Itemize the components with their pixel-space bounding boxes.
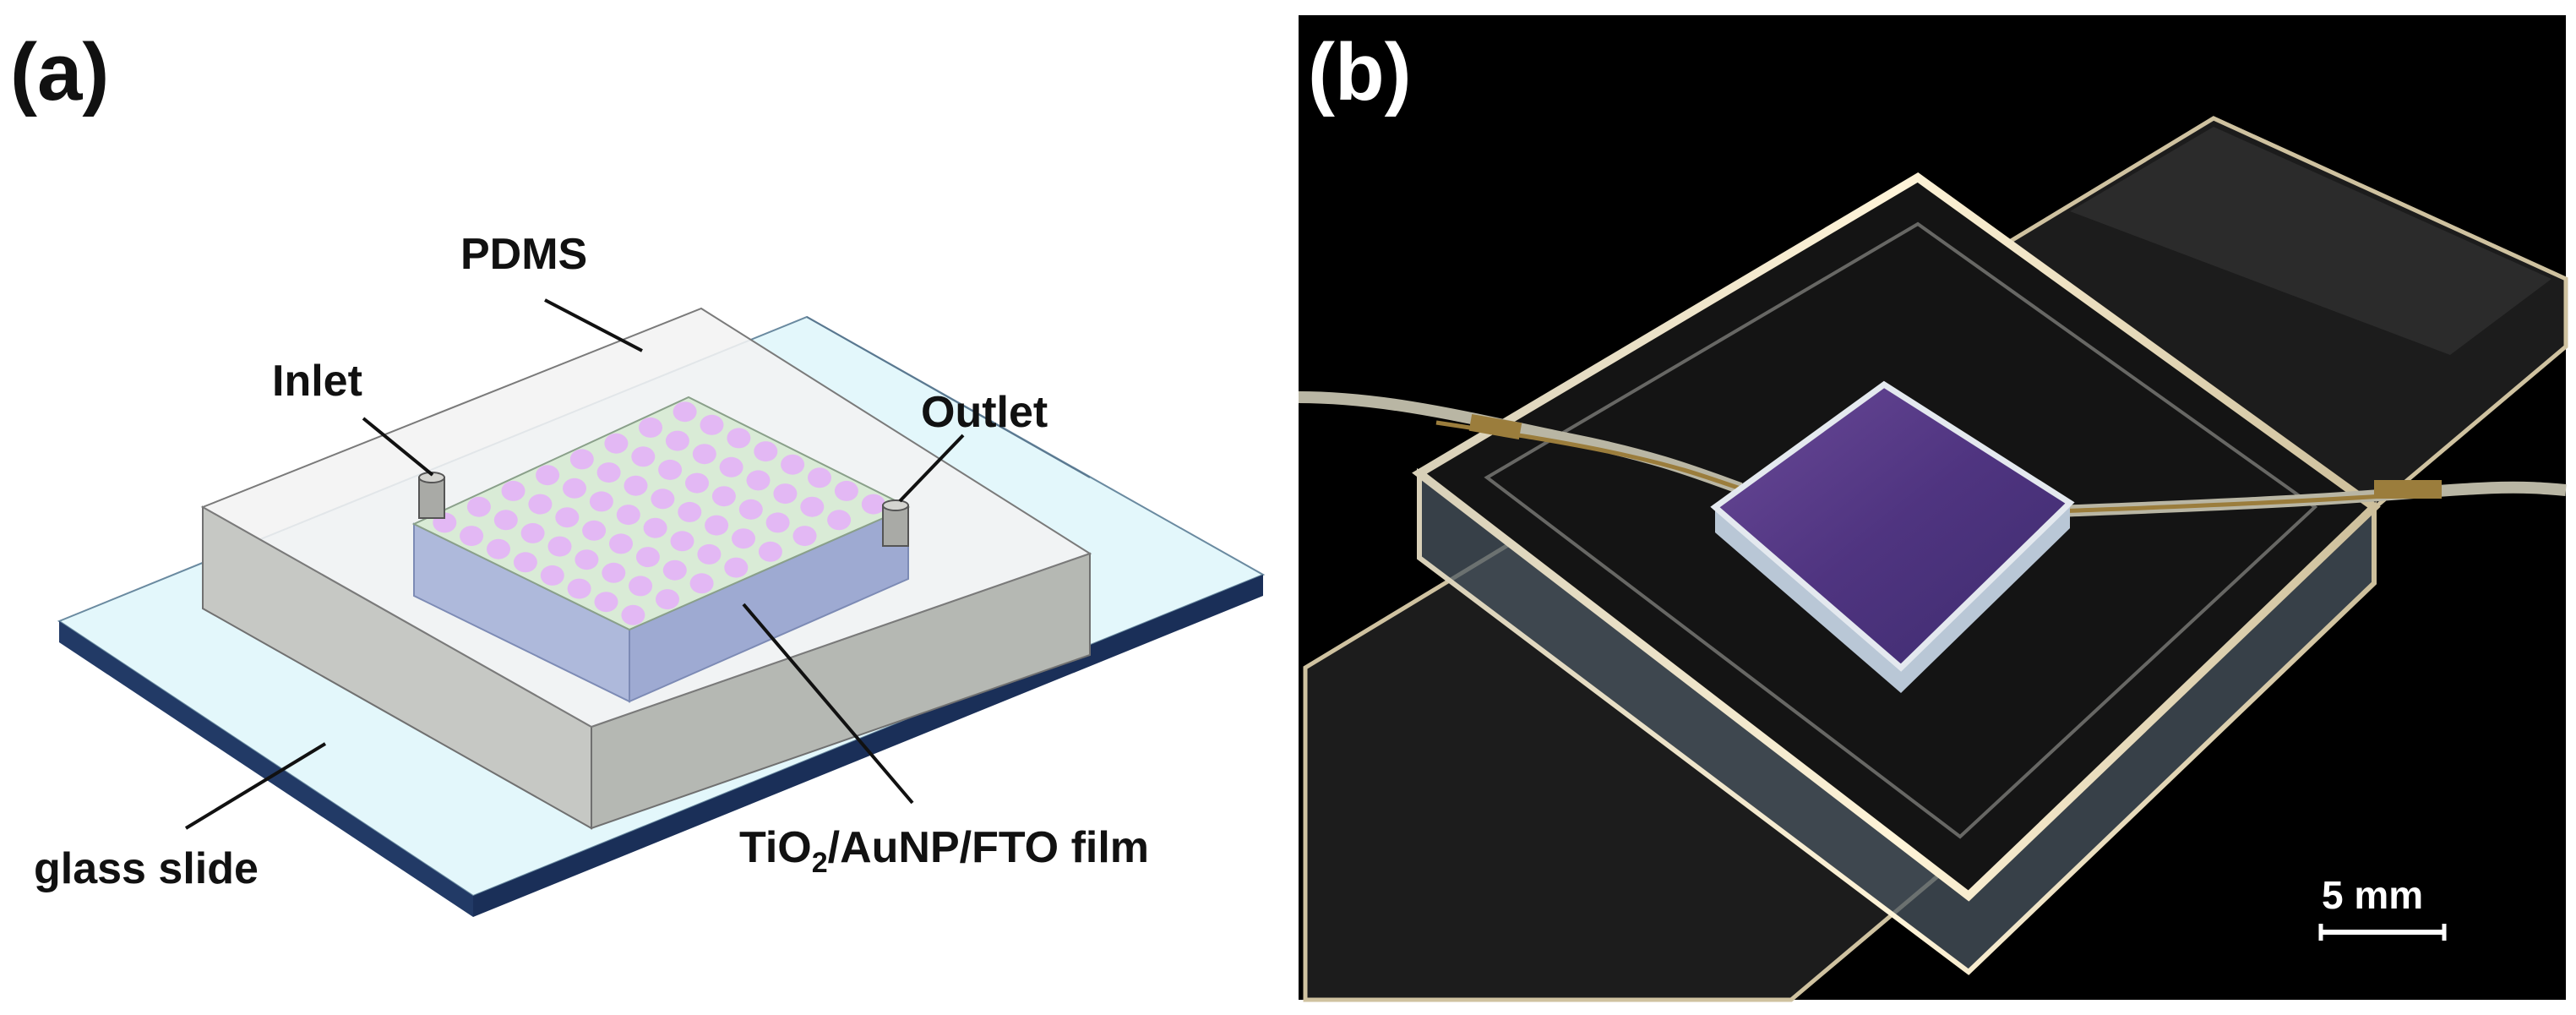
au-nanoparticle-dots xyxy=(433,401,885,625)
nanoparticle-dot xyxy=(555,507,580,528)
nanoparticle-dot xyxy=(697,543,722,565)
nanoparticle-dot xyxy=(727,428,751,449)
nanoparticle-dot xyxy=(616,505,640,526)
nanoparticle-dot xyxy=(609,533,633,554)
nanoparticle-dot xyxy=(781,454,805,475)
nanoparticle-dot xyxy=(602,562,626,583)
glass-slide-front-edge xyxy=(59,621,473,917)
nanoparticle-dot xyxy=(827,510,852,531)
nanoparticle-dot xyxy=(604,433,629,454)
nanoparticle-dot xyxy=(582,520,607,541)
outlet-port xyxy=(882,499,909,547)
nanoparticle-dot xyxy=(596,462,621,483)
nanoparticle-dot xyxy=(621,604,645,625)
nanoparticle-dot xyxy=(487,538,510,559)
nanoparticle-dot xyxy=(792,526,817,547)
nanoparticle-dot xyxy=(685,472,709,494)
photo-pdms-inner-rim xyxy=(1484,221,2318,839)
nanoparticle-dot xyxy=(635,547,660,568)
film-leader xyxy=(742,603,914,805)
nanoparticle-dot xyxy=(724,557,749,578)
film-label-subscript: 2 xyxy=(812,847,828,879)
nanoparticle-dot xyxy=(732,528,755,549)
film-stack xyxy=(411,396,911,703)
glass-slide-edge-through-pdms xyxy=(806,316,1091,478)
nanoparticle-dot xyxy=(651,488,675,510)
film-label-suffix: /AuNP/FTO film xyxy=(828,823,1149,872)
nanoparticle-dot xyxy=(629,576,653,597)
nanoparticle-dot xyxy=(861,494,885,515)
nanoparticle-dot xyxy=(754,441,778,462)
nanoparticle-dot xyxy=(700,414,724,435)
nanoparticle-dot xyxy=(528,494,553,515)
panel-a-schematic: (a) PDMS Inlet Outlet glass slide TiO2/A… xyxy=(10,27,1266,917)
nanoparticle-dot xyxy=(656,589,679,610)
outlet-label: Outlet xyxy=(921,388,1048,437)
nanoparticle-dot xyxy=(520,522,545,543)
nanoparticle-dot xyxy=(689,573,714,594)
nanoparticle-dot xyxy=(639,417,662,438)
nanoparticle-dot xyxy=(466,496,491,517)
nanoparticle-dot xyxy=(624,475,648,496)
nanoparticle-dot xyxy=(738,499,763,520)
nanoparticle-dot xyxy=(460,526,484,547)
photo-outlet-tubing-core xyxy=(2056,494,2383,514)
nanoparticle-dot xyxy=(758,541,782,562)
nanoparticle-dot xyxy=(643,517,667,538)
photo-glass-slide-sheen xyxy=(2070,127,2551,355)
inlet-port xyxy=(418,472,445,519)
photo-outlet-connector xyxy=(2374,480,2442,499)
nanoparticle-dot xyxy=(834,480,858,501)
outlet-leader xyxy=(898,434,965,503)
nanoparticle-dot xyxy=(513,552,537,573)
photo-film-chip xyxy=(1710,380,2075,672)
nanoparticle-dot xyxy=(765,512,790,533)
nanoparticle-dot xyxy=(569,449,594,470)
nanoparticle-dot xyxy=(658,459,683,480)
pdms-label: PDMS xyxy=(460,230,587,279)
nanoparticle-dot xyxy=(773,483,798,505)
inlet-label: Inlet xyxy=(272,357,362,406)
panel-a-label: (a) xyxy=(10,27,109,117)
nanoparticle-dot xyxy=(547,536,572,557)
nanoparticle-dot xyxy=(536,465,560,486)
nanoparticle-dot xyxy=(631,446,656,467)
nanoparticle-dot xyxy=(589,491,613,512)
nanoparticle-dot xyxy=(692,444,716,465)
nanoparticle-dot xyxy=(575,549,599,570)
scale-bar-label: 5 mm xyxy=(2322,873,2423,917)
glass-slide-label: glass slide xyxy=(34,844,259,893)
nanoparticle-dot xyxy=(800,496,825,517)
nanoparticle-dot xyxy=(563,477,586,499)
film-label: TiO2/AuNP/FTO film xyxy=(739,823,1149,879)
nanoparticle-dot xyxy=(501,480,526,501)
photo-inlet-connector xyxy=(1468,413,1522,440)
nanoparticle-dot xyxy=(540,565,564,586)
nanoparticle-dot xyxy=(594,592,618,613)
nanoparticle-dot xyxy=(808,467,831,488)
film-label-prefix: TiO xyxy=(739,823,812,872)
panel-b-photo: 5 mm (b) xyxy=(1298,15,2568,1002)
scale-bar: 5 mm xyxy=(2318,873,2447,941)
nanoparticle-dot xyxy=(719,456,743,477)
nanoparticle-dot xyxy=(711,486,736,507)
leader-lines xyxy=(184,298,965,830)
nanoparticle-dot xyxy=(567,578,591,599)
panel-b-label: (b) xyxy=(1308,27,1412,117)
nanoparticle-dot xyxy=(493,510,518,531)
nanoparticle-dot xyxy=(662,559,687,581)
pdms-leader xyxy=(544,298,643,352)
glass-slide-leader xyxy=(184,742,327,830)
nanoparticle-dot xyxy=(665,430,689,451)
nanoparticle-dot xyxy=(678,501,702,522)
nanoparticle-dot xyxy=(705,515,729,536)
nanoparticle-dot xyxy=(746,470,771,491)
inlet-leader xyxy=(362,417,434,477)
nanoparticle-dot xyxy=(670,531,694,552)
nanoparticle-dot xyxy=(673,401,697,423)
